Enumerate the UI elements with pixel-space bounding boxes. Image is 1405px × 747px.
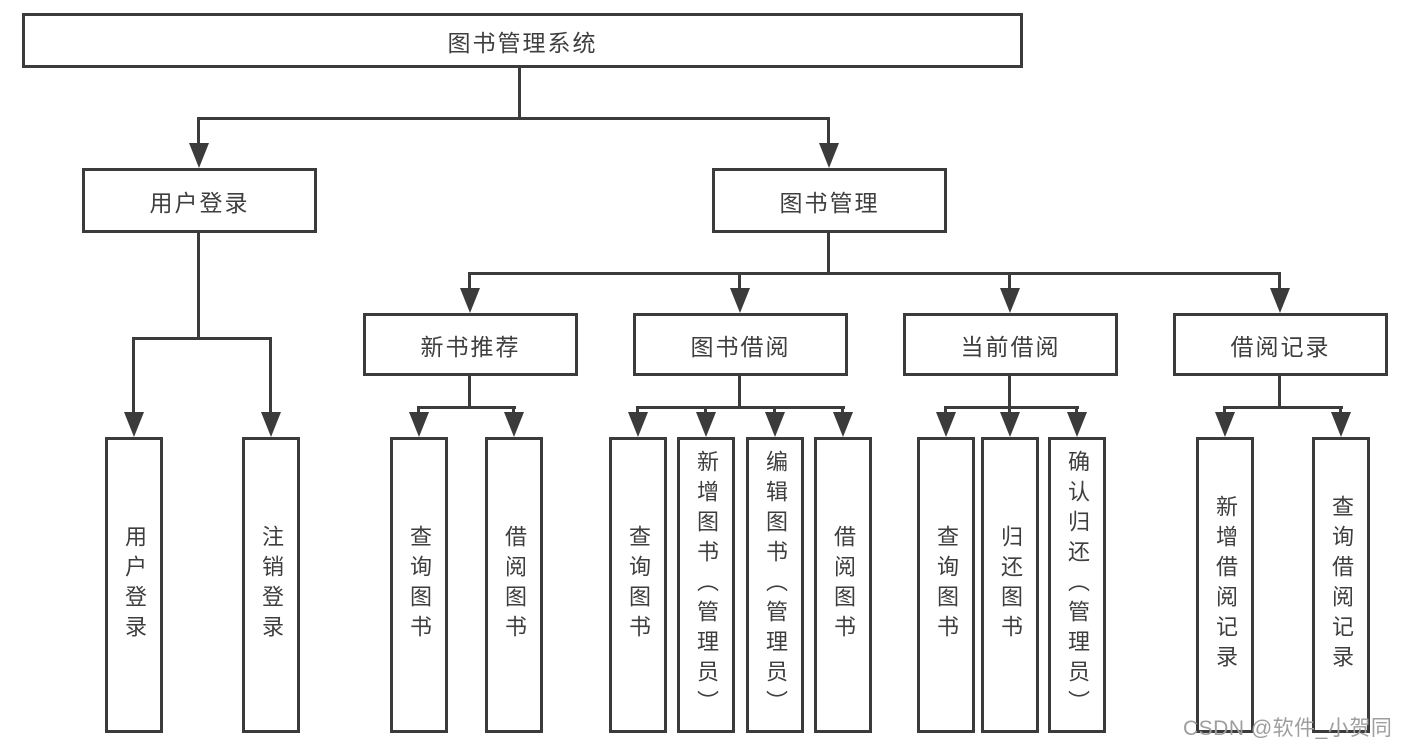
connector-drop-add-books <box>704 406 707 414</box>
connector-drop-book-borrow <box>738 272 741 290</box>
leaf-borrow-books-1: 借阅图书 <box>485 437 543 733</box>
leaf-query-books-1-label: 查询图书 <box>407 525 432 645</box>
arrowhead-down-icon <box>1215 412 1235 437</box>
leaf-query-books-3-label: 查询图书 <box>934 525 959 645</box>
connector-level3-bar <box>468 272 1281 275</box>
leaf-query-borrow-record-label: 查询借阅记录 <box>1329 495 1354 675</box>
connector-drop-query-borrow-record <box>1339 406 1342 414</box>
arrowhead-down-icon <box>504 412 524 437</box>
leaf-add-borrow-record: 新增借阅记录 <box>1196 437 1254 733</box>
node-root: 图书管理系统 <box>22 13 1023 68</box>
arrowhead-down-icon <box>765 412 785 437</box>
arrowhead-down-icon <box>1270 288 1290 313</box>
watermark: CSDN @软件_小贺同学 <box>1183 717 1393 740</box>
node-book-borrow: 图书借阅 <box>633 313 848 376</box>
connector-drop-query-books-2 <box>636 406 639 414</box>
leaf-query-borrow-record: 查询借阅记录 <box>1312 437 1370 733</box>
leaf-return-books: 归还图书 <box>981 437 1039 733</box>
leaf-return-books-label: 归还图书 <box>998 525 1023 645</box>
leaf-logout-label: 注销登录 <box>259 525 284 645</box>
connector-drop-leaf-logout <box>269 337 272 415</box>
arrowhead-down-icon <box>409 412 429 437</box>
connector-drop-borrow-books-2 <box>841 406 844 414</box>
leaf-edit-books-admin-label: 编辑图书（管理员） <box>763 450 788 720</box>
arrowhead-down-icon <box>189 143 209 168</box>
node-current-borrow: 当前借阅 <box>903 313 1118 376</box>
connector-borrow-records-stub <box>1278 376 1281 408</box>
arrowhead-down-icon <box>460 288 480 313</box>
connector-current-borrow-bar <box>944 406 1079 409</box>
connector-book-borrow-stub <box>738 376 741 408</box>
node-book-mgmt: 图书管理 <box>712 168 947 233</box>
arrowhead-down-icon <box>730 288 750 313</box>
connector-drop-leaf-user-login <box>132 337 135 415</box>
leaf-confirm-return-admin-label: 确认归还（管理员） <box>1065 450 1090 720</box>
arrowhead-down-icon <box>261 412 281 437</box>
node-new-book-rec: 新书推荐 <box>363 313 578 376</box>
arrowhead-down-icon <box>819 143 839 168</box>
connector-book-mgmt-stub <box>827 233 830 274</box>
connector-book-borrow-bar <box>636 406 845 409</box>
arrowhead-down-icon <box>1067 412 1087 437</box>
connector-new-book-rec-bar <box>417 406 516 409</box>
connector-drop-borrow-records <box>1278 272 1281 290</box>
arrowhead-down-icon <box>1000 412 1020 437</box>
arrowhead-down-icon <box>936 412 956 437</box>
connector-drop-borrow-books-1 <box>512 406 515 414</box>
connector-user-login-stub <box>197 233 200 339</box>
leaf-add-books-admin: 新增图书（管理员） <box>677 437 735 733</box>
leaf-add-books-admin-label: 新增图书（管理员） <box>694 450 719 720</box>
connector-level2-bar <box>197 117 830 120</box>
connector-new-book-rec-stub <box>468 376 471 408</box>
leaf-query-books-2: 查询图书 <box>609 437 667 733</box>
connector-drop-new-book-rec <box>468 272 471 290</box>
connector-drop-book-mgmt <box>827 117 830 145</box>
connector-drop-query-books-1 <box>417 406 420 414</box>
leaf-add-borrow-record-label: 新增借阅记录 <box>1213 495 1238 675</box>
leaf-borrow-books-2-label: 借阅图书 <box>831 525 856 645</box>
leaf-query-books-2-label: 查询图书 <box>626 525 651 645</box>
leaf-user-login: 用户登录 <box>105 437 163 733</box>
connector-drop-edit-books <box>773 406 776 414</box>
connector-drop-return-books <box>1008 406 1011 414</box>
leaf-user-login-label: 用户登录 <box>122 525 147 645</box>
connector-drop-confirm-return <box>1075 406 1078 414</box>
arrowhead-down-icon <box>1331 412 1351 437</box>
leaf-logout: 注销登录 <box>242 437 300 733</box>
connector-drop-current-borrow <box>1008 272 1011 290</box>
connector-drop-user-login <box>197 117 200 145</box>
connector-user-login-bar <box>132 337 272 340</box>
leaf-borrow-books-2: 借阅图书 <box>814 437 872 733</box>
connector-root-stub <box>518 68 521 118</box>
arrowhead-down-icon <box>628 412 648 437</box>
arrowhead-down-icon <box>124 412 144 437</box>
arrowhead-down-icon <box>1000 288 1020 313</box>
node-user-login: 用户登录 <box>82 168 317 233</box>
leaf-query-books-3: 查询图书 <box>917 437 975 733</box>
connector-drop-add-borrow-record <box>1223 406 1226 414</box>
connector-drop-query-books-3 <box>944 406 947 414</box>
leaf-edit-books-admin: 编辑图书（管理员） <box>746 437 804 733</box>
arrowhead-down-icon <box>696 412 716 437</box>
leaf-borrow-books-1-label: 借阅图书 <box>502 525 527 645</box>
arrowhead-down-icon <box>833 412 853 437</box>
leaf-query-books-1: 查询图书 <box>390 437 448 733</box>
leaf-confirm-return-admin: 确认归还（管理员） <box>1048 437 1106 733</box>
node-borrow-records: 借阅记录 <box>1173 313 1388 376</box>
connector-borrow-records-bar <box>1223 406 1343 409</box>
connector-current-borrow-stub <box>1008 376 1011 408</box>
